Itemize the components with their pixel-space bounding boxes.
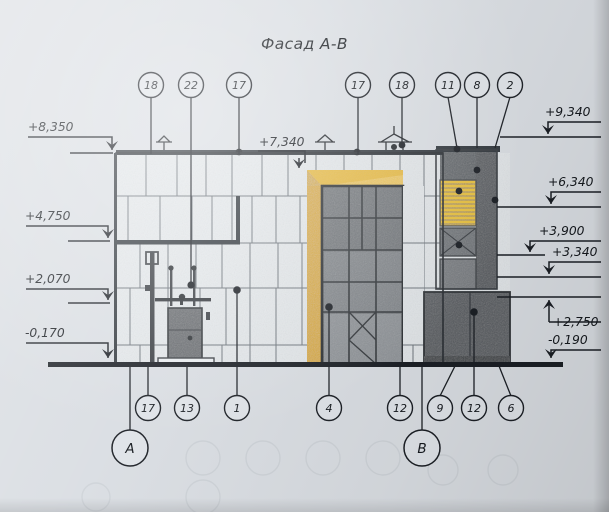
callout-top-17b[interactable]: 17 <box>344 71 372 99</box>
level-right-3: +3,900 <box>539 224 585 238</box>
callout-top-22-label: 22 <box>184 79 198 92</box>
canopy-node <box>178 293 186 301</box>
leader-dot-tower-window <box>455 241 463 249</box>
leader-dot-pilaster <box>491 196 499 204</box>
tower-pilaster <box>476 150 497 289</box>
level-right-1: +9,340 <box>545 105 591 119</box>
door-handle <box>187 335 193 341</box>
callout-top-18b[interactable]: 18 <box>388 71 416 99</box>
callout-bottom-1[interactable]: 1 <box>223 394 251 422</box>
callout-bubbles-bottom[interactable]: 17 13 1 4 12 9 <box>134 394 525 422</box>
panel-strip-joints <box>403 242 424 364</box>
level-left-4: -0,170 <box>25 326 65 340</box>
level-left-1: +8,350 <box>28 120 74 134</box>
left-wing-vertical <box>236 196 240 244</box>
level-marks-right <box>497 121 601 358</box>
entrance-curtain-wall <box>320 184 405 366</box>
right-tower <box>423 146 511 365</box>
callout-top-18a[interactable]: 18 <box>137 71 165 99</box>
callout-bottom-12b[interactable]: 12 <box>460 394 488 422</box>
leader-dot-22 <box>187 281 195 289</box>
door-intercom <box>206 312 210 320</box>
leader-dot-4 <box>325 303 333 311</box>
callout-top-11[interactable]: 11 <box>434 71 462 99</box>
level-right-6: -0,190 <box>548 333 588 347</box>
callout-bottom-13[interactable]: 13 <box>173 394 201 422</box>
callout-bottom-17[interactable]: 17 <box>134 394 162 422</box>
callout-bottom-4[interactable]: 4 <box>315 394 343 422</box>
leader-dot-tower-cap <box>473 166 481 174</box>
parapet-node-b <box>353 148 361 156</box>
canopy-post-left-cap <box>168 265 174 271</box>
callout-bottom-12a[interactable]: 12 <box>386 394 414 422</box>
axis-bubble-a-label: A <box>124 441 134 457</box>
level-right-5: +2,750 <box>553 315 599 329</box>
axis-bubble-a[interactable]: A <box>111 429 149 467</box>
downpipe-head <box>145 251 159 265</box>
left-wing-parapet-line <box>116 240 240 245</box>
callout-top-11-label: 11 <box>441 79 455 92</box>
callout-top-2[interactable]: 2 <box>496 71 524 99</box>
callout-top-17b-label: 17 <box>351 79 365 92</box>
leader-dot-18-top <box>398 141 406 149</box>
callout-top-22[interactable]: 22 <box>177 71 205 99</box>
callout-bottom-4-label: 4 <box>326 402 333 415</box>
callout-bubbles-top[interactable]: 18 22 17 17 18 11 <box>137 71 524 99</box>
facade-panel-strip-right-of-entrance <box>403 186 424 364</box>
pipe-bracket <box>145 285 150 291</box>
drawing-title: Фасад А-В <box>261 35 348 53</box>
paper-showthrough <box>81 440 519 512</box>
callout-top-2-label: 2 <box>507 79 514 92</box>
callout-bottom-1-label: 1 <box>234 402 241 415</box>
callout-top-18b-label: 18 <box>395 79 409 92</box>
callout-bottom-17-label: 17 <box>141 402 155 415</box>
tower-window-lower <box>439 258 477 290</box>
callout-top-17a[interactable]: 17 <box>225 71 253 99</box>
level-left-3: +2,070 <box>25 272 71 286</box>
canopy-post-right <box>193 268 196 306</box>
level-marks-left <box>26 136 118 358</box>
callout-top-18a-label: 18 <box>144 79 158 92</box>
callout-top-8[interactable]: 8 <box>463 71 491 99</box>
callout-bottom-13-label: 13 <box>180 402 194 415</box>
callout-top-8-label: 8 <box>474 79 481 92</box>
level-right-2: +6,340 <box>548 175 594 189</box>
ground-line <box>48 362 563 367</box>
level-left-2: +4,750 <box>25 209 71 223</box>
callout-bottom-9[interactable]: 9 <box>426 394 454 422</box>
leader-dot-louvre <box>455 187 463 195</box>
service-entrance-assembly <box>145 251 215 365</box>
building-elevation <box>114 126 511 366</box>
callout-bottom-9-label: 9 <box>437 402 444 415</box>
callout-bottom-6-label: 6 <box>508 402 515 415</box>
callout-bottom-12b-label: 12 <box>467 402 481 415</box>
canopy-post-left <box>170 268 173 306</box>
tower-head-block <box>440 150 476 180</box>
downpipe <box>150 252 155 362</box>
leader-dot-1 <box>233 286 241 294</box>
tower-louvre-grille <box>439 179 477 227</box>
leader-dot-11 <box>453 145 461 153</box>
callout-bottom-12a-label: 12 <box>393 402 407 415</box>
axis-a-wall-edge <box>114 153 117 364</box>
tower-cap-slab <box>436 146 500 152</box>
callout-leaders-bottom <box>147 288 512 397</box>
canopy-post-right-cap <box>191 265 197 271</box>
callout-top-17a-label: 17 <box>232 79 246 92</box>
axis-bubble-b-label: В <box>417 441 426 457</box>
axis-bubble-b[interactable]: В <box>403 429 441 467</box>
axis-leaders <box>129 366 423 430</box>
tower-lower-volume <box>424 292 510 364</box>
level-mark-center <box>258 150 306 168</box>
tower-plinth <box>424 356 510 364</box>
service-door <box>168 308 202 360</box>
callout-leaders-top <box>150 96 511 285</box>
leader-dot-12b <box>470 308 478 316</box>
level-center-1: +7,340 <box>259 135 305 149</box>
level-right-4: +3,340 <box>552 245 598 259</box>
callout-bottom-6[interactable]: 6 <box>497 394 525 422</box>
